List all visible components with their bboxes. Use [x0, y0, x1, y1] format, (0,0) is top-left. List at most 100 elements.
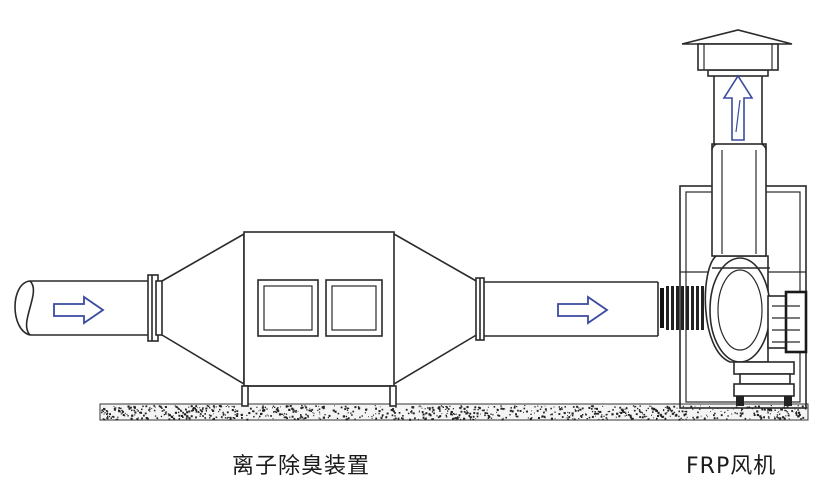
ground-speckle	[229, 416, 232, 419]
ground-speckle	[270, 415, 272, 417]
ground-speckle	[441, 413, 443, 415]
ground-speckle	[732, 408, 734, 410]
ground-speckle	[682, 418, 684, 420]
ground-speckle	[215, 416, 218, 419]
ground-speckle	[797, 409, 799, 411]
ground-speckle	[141, 418, 143, 420]
ground-speckle	[101, 409, 104, 412]
ground-speckle	[401, 417, 403, 419]
ground-speckle	[313, 413, 315, 415]
ground-speckle	[126, 413, 128, 415]
ground-speckle	[623, 411, 626, 413]
ground-speckle	[172, 415, 174, 417]
ground-speckle	[469, 413, 471, 415]
ground-speckle	[405, 408, 408, 411]
ground-speckle	[641, 411, 643, 413]
ground-speckle	[119, 411, 121, 413]
ground-speckle	[301, 405, 303, 407]
ground-speckle	[734, 412, 736, 414]
ground-speckle	[166, 411, 168, 413]
ground-speckle	[525, 410, 527, 412]
ground-speckle	[753, 412, 755, 415]
ground-speckle	[452, 418, 454, 420]
ground-speckle	[451, 411, 453, 413]
ground-speckle	[568, 412, 571, 414]
ground-speckle	[516, 415, 519, 418]
ground-speckle	[285, 406, 288, 408]
ground-speckle	[685, 413, 687, 416]
ground-speckle	[779, 417, 782, 420]
ground-speckle	[580, 416, 583, 418]
ground-speckle	[167, 413, 170, 415]
ground-speckle	[651, 407, 654, 410]
ground-speckle	[529, 419, 532, 421]
ground-speckle	[774, 416, 775, 418]
ground-speckle	[578, 418, 580, 420]
ground-speckle	[395, 406, 397, 408]
ground-speckle	[638, 409, 641, 411]
ground-speckle	[192, 409, 195, 412]
ground-speckle	[120, 407, 122, 409]
ground-speckle	[297, 411, 299, 412]
ground-speckle	[256, 406, 258, 408]
ground-speckle	[716, 417, 719, 419]
ground-speckle	[141, 417, 143, 420]
ground-speckle	[795, 411, 797, 413]
ground-speckle	[260, 412, 263, 415]
ground-speckle	[410, 411, 412, 413]
ground-speckle	[311, 408, 314, 411]
ground-speckle	[598, 418, 600, 420]
ground-speckle	[174, 405, 176, 407]
ground-speckle	[669, 415, 671, 417]
ground-speckle	[140, 412, 141, 413]
ground-speckle	[456, 417, 459, 420]
ground-speckle	[447, 410, 449, 412]
ground-speckle	[304, 405, 306, 407]
ground-speckle	[561, 406, 563, 408]
ground-speckle	[768, 408, 770, 410]
ground-speckle	[102, 410, 104, 413]
ground-speckle	[797, 411, 801, 414]
ground-speckle	[476, 412, 479, 415]
ground-speckle	[421, 407, 423, 409]
ground-speckle	[365, 408, 368, 411]
ground-speckle	[324, 414, 326, 416]
ground-speckle	[466, 412, 469, 414]
ground-speckle	[228, 406, 230, 408]
ground-speckle	[582, 414, 584, 416]
ground-speckle	[460, 406, 463, 408]
frp-fan	[660, 29, 808, 409]
ground-speckle	[452, 408, 454, 410]
ground-speckle	[662, 409, 665, 412]
ground-speckle	[445, 409, 447, 410]
ground-speckle	[317, 409, 319, 411]
ground-speckle	[378, 410, 381, 413]
ground-speckle	[670, 410, 673, 412]
ground-speckle	[233, 417, 236, 419]
ground-speckle	[460, 408, 462, 410]
ground-speckle	[799, 414, 801, 416]
ground-speckle	[685, 410, 688, 413]
ground-speckle	[289, 405, 292, 407]
ground-speckle	[797, 405, 799, 407]
ground-speckle	[215, 406, 217, 408]
ground-speckle	[564, 406, 566, 408]
ground-speckle	[697, 411, 699, 414]
ground-speckle	[519, 410, 522, 412]
ground-speckle	[306, 409, 308, 411]
ground-speckle	[502, 409, 504, 411]
ground-speckle	[594, 411, 596, 413]
ground-speckle	[148, 409, 150, 411]
ground-speckle	[641, 416, 644, 419]
ground-speckle	[262, 409, 264, 411]
ground-speckle	[680, 417, 682, 419]
ground-speckle	[419, 410, 420, 412]
ground-speckle	[299, 417, 301, 419]
ground-speckle	[756, 410, 759, 413]
ground-speckle	[696, 416, 698, 419]
ground-speckle	[346, 407, 348, 410]
ground-speckle	[180, 409, 182, 412]
ground-speckle	[647, 407, 649, 410]
ground-speckle	[599, 410, 602, 413]
ground-speckle	[207, 405, 209, 407]
